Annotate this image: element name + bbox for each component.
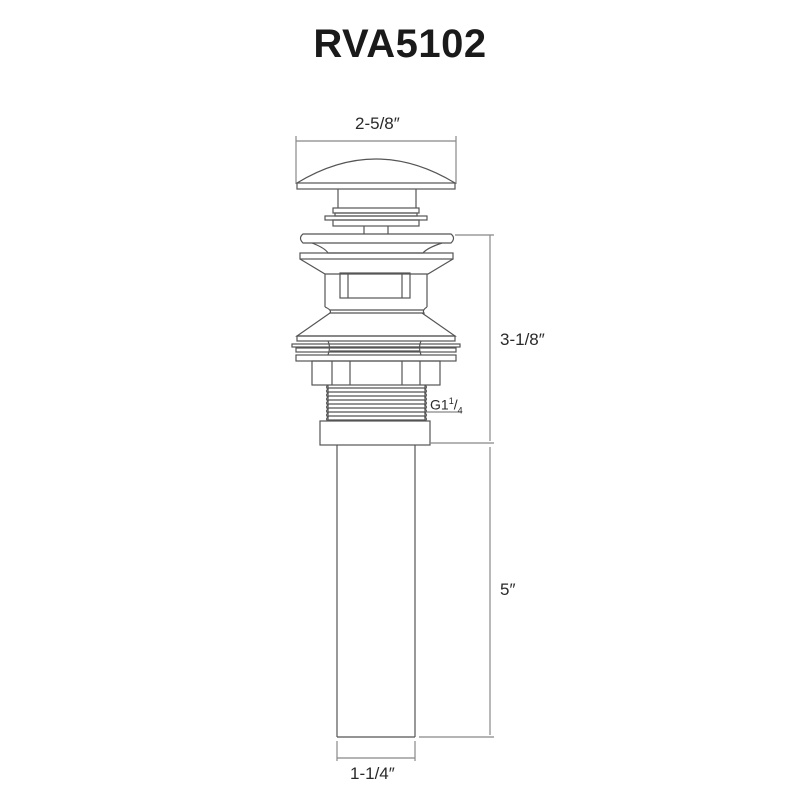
cap-width-label: 2-5/8″ [355, 114, 400, 133]
thread-numerator: 1 [448, 396, 454, 406]
cap-width-dimension [295, 136, 457, 184]
collar [319, 420, 431, 446]
lower-flange [291, 312, 461, 362]
thread-denominator: 4 [457, 405, 463, 416]
threaded-section [325, 384, 462, 422]
top-flange [299, 233, 455, 275]
body-height-label: 3-1/8″ [500, 330, 545, 349]
hex-nut [311, 360, 441, 386]
model-title: RVA5102 [313, 22, 487, 66]
thread-prefix: G1 [430, 396, 449, 413]
tailpiece-diameter-label: 1-1/4″ [350, 764, 395, 783]
tailpiece-length-label: 5″ [500, 580, 516, 599]
height-dimension-lines [419, 234, 494, 738]
thread-spec-label: G11/4 [430, 396, 463, 416]
stem-rings [324, 207, 428, 234]
body-housing [324, 272, 428, 314]
diameter-dimension [336, 741, 416, 761]
dome-cap [296, 158, 456, 208]
tailpiece [336, 445, 416, 738]
